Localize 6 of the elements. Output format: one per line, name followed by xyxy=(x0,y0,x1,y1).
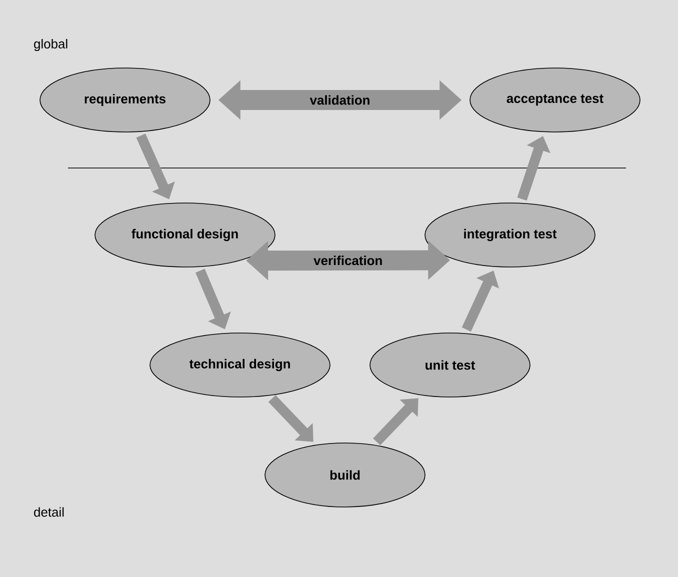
level-label: global xyxy=(34,38,68,52)
block-arrow xyxy=(268,395,314,442)
edge-label: validation xyxy=(308,94,372,106)
edge-label: verification xyxy=(312,254,384,266)
level-label: detail xyxy=(34,507,64,517)
block-arrow xyxy=(373,398,418,446)
